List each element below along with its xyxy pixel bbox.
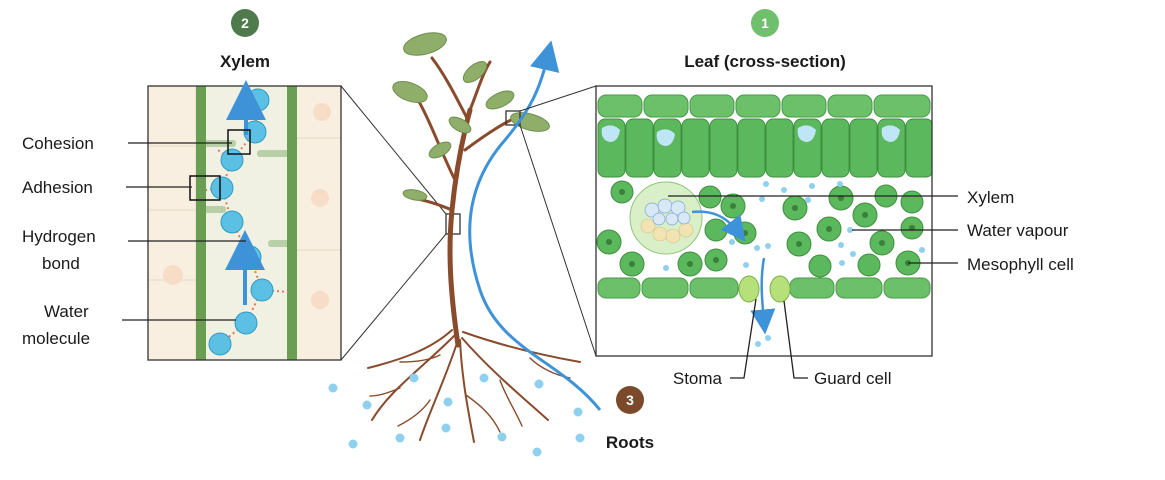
vascular-bundle: [629, 181, 703, 255]
water-molecule-label-line1: Water: [44, 302, 89, 321]
upper-epidermis: [597, 94, 931, 118]
water-vapour-label: Water vapour: [967, 221, 1069, 240]
leaf-panel: 1 Leaf (cross-section): [595, 9, 1074, 388]
mesophyll-cell-label: Mesophyll cell: [967, 255, 1074, 274]
hydrogen-bond-label-line2: bond: [42, 254, 80, 273]
svg-text:2: 2: [241, 15, 249, 31]
stoma-label: Stoma: [673, 369, 723, 388]
xylem-leaf-label: Xylem: [967, 188, 1014, 207]
leaf-zoom-lines: [519, 85, 597, 357]
xylem-zoom-lines: [340, 85, 461, 361]
svg-text:3: 3: [626, 392, 634, 408]
hydrogen-bond-label-line1: Hydrogen: [22, 227, 96, 246]
cohesion-box: [227, 129, 251, 155]
guard-cell-label: Guard cell: [814, 369, 891, 388]
xylem-flow-arrows: [225, 80, 266, 305]
water-vapour-droplets: [663, 181, 925, 347]
soil-water-droplets: [328, 373, 585, 457]
branches: [410, 56, 517, 212]
roots-label: Roots: [606, 433, 654, 452]
leaf-panel-title: Leaf (cross-section): [684, 52, 846, 71]
adhesion-label: Adhesion: [22, 178, 93, 197]
xylem-badge: 2: [231, 9, 259, 37]
svg-text:1: 1: [761, 15, 769, 31]
root-system: [367, 329, 581, 443]
cohesion-label: Cohesion: [22, 134, 94, 153]
roots-badge: 3: [616, 386, 644, 414]
water-molecule-label-line2: molecule: [22, 329, 90, 348]
xylem-panel: 2 Xylem: [22, 9, 342, 361]
lower-epidermis: [597, 277, 931, 299]
guard-cells: [738, 275, 791, 303]
side-cells: [148, 86, 341, 360]
xylem-panel-title: Xylem: [220, 52, 270, 71]
adhesion-box: [189, 175, 221, 201]
plant-illustration: [328, 32, 602, 457]
mesophyll-cells: [596, 180, 924, 278]
leaf-badge: 1: [751, 9, 779, 37]
